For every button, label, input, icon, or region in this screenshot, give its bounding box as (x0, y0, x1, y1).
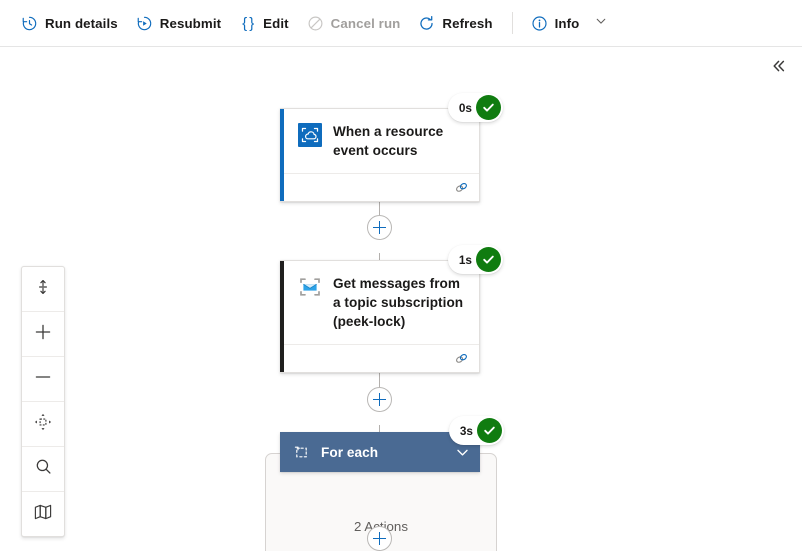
refresh-label: Refresh (442, 15, 493, 31)
code-braces-icon: { } (242, 14, 254, 32)
info-circle-icon (531, 15, 548, 32)
add-action-button[interactable] (367, 387, 392, 412)
card-title: Get messages from a topic subscription (… (333, 276, 464, 329)
card-body: When a resource event occurs (280, 109, 479, 173)
status-badge: 3s (448, 416, 504, 445)
canvas-view-toolbar (21, 266, 65, 537)
card-status-stripe (280, 109, 284, 201)
toolbar-overflow-button[interactable] (590, 9, 612, 37)
workflow-node-action[interactable]: Get messages from a topic subscription (… (280, 245, 503, 373)
foreach-scope-header[interactable]: For each 3s (280, 416, 504, 472)
center-view-icon (33, 412, 53, 437)
map-icon (33, 502, 53, 527)
action-card[interactable]: Get messages from a topic subscription (… (280, 245, 503, 373)
command-bar: Run details Resubmit { } Edit Cancel run (0, 0, 802, 47)
edit-label: Edit (263, 15, 289, 31)
status-success-icon (476, 95, 501, 120)
connector-line (379, 359, 381, 400)
card-footer (280, 173, 479, 201)
cancel-run-label: Cancel run (330, 15, 401, 31)
service-bus-message-icon (298, 275, 322, 299)
resubmit-play-icon (136, 15, 153, 32)
connection-link-icon[interactable] (452, 350, 470, 368)
workflow-node-trigger[interactable]: When a resource event occurs 0s (280, 93, 503, 202)
resubmit-label: Resubmit (159, 15, 222, 31)
workflow-canvas[interactable]: When a resource event occurs 0s (0, 47, 802, 551)
refresh-icon (418, 15, 435, 32)
status-success-icon (476, 247, 501, 272)
card-status-stripe (280, 261, 284, 372)
status-duration: 3s (459, 423, 473, 438)
fit-to-height-button[interactable] (22, 267, 64, 312)
run-details-label: Run details (45, 15, 118, 31)
add-action-button[interactable] (367, 526, 392, 551)
chevron-down-icon (595, 14, 607, 32)
status-duration: 0s (458, 100, 472, 115)
status-badge: 1s (447, 245, 503, 274)
minus-icon (33, 367, 53, 392)
connection-link-icon[interactable] (452, 179, 470, 197)
edit-button[interactable]: { } Edit (230, 7, 298, 39)
zoom-out-button[interactable] (22, 357, 64, 402)
workflow-graph: When a resource event occurs 0s (0, 47, 802, 551)
status-badge: 0s (447, 93, 503, 122)
status-success-icon (477, 418, 502, 443)
run-details-button[interactable]: Run details (12, 7, 127, 39)
chevron-down-icon[interactable] (453, 443, 471, 461)
loop-icon (293, 444, 310, 461)
fit-height-icon (34, 278, 52, 301)
minimap-button[interactable] (22, 492, 64, 536)
event-grid-icon (298, 123, 322, 147)
toolbar-divider (511, 12, 513, 34)
card-body: Get messages from a topic subscription (… (280, 261, 479, 344)
cancel-run-button: Cancel run (298, 7, 410, 39)
info-label: Info (554, 15, 580, 31)
card-footer (280, 344, 479, 372)
cancel-circle-icon (307, 15, 324, 32)
search-button[interactable] (22, 447, 64, 492)
double-chevron-left-icon (771, 58, 787, 79)
refresh-button[interactable]: Refresh (409, 7, 501, 39)
plus-icon (33, 322, 53, 347)
search-icon (34, 457, 53, 481)
add-action-button[interactable] (367, 215, 392, 240)
zoom-in-button[interactable] (22, 312, 64, 357)
action-card[interactable]: When a resource event occurs 0s (280, 93, 503, 202)
connector-line (379, 187, 381, 228)
scope-title: For each (321, 444, 379, 460)
status-duration: 1s (458, 252, 472, 267)
card-title: When a resource event occurs (333, 124, 444, 158)
history-clock-icon (21, 15, 38, 32)
center-view-button[interactable] (22, 402, 64, 447)
resubmit-button[interactable]: Resubmit (127, 7, 230, 39)
collapse-panel-button[interactable] (764, 53, 794, 83)
info-button[interactable]: Info (522, 7, 589, 39)
